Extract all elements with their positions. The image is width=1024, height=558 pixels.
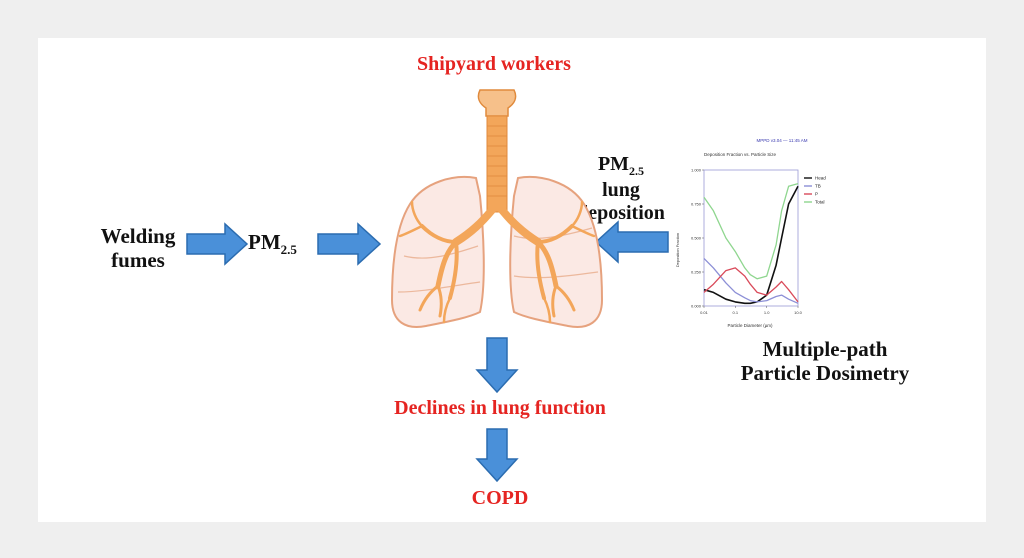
larynx	[477, 89, 517, 117]
y-tick-label: 0.250	[691, 269, 702, 274]
x-tick-label: 10.0	[794, 310, 803, 315]
series-line-total	[703, 182, 799, 280]
chart-title: Deposition Fraction vs. Particle Size	[704, 152, 777, 157]
bronchial-tree	[398, 200, 596, 324]
declines-label: Declines in lung function	[394, 397, 606, 419]
left-lung	[390, 176, 485, 328]
arrow-welding-to-pm	[186, 222, 249, 266]
dep-pm-base: PM	[597, 153, 630, 175]
legend-label-p: P	[815, 192, 818, 197]
copd-label: COPD	[471, 487, 529, 509]
x-tick-label: 0.1	[733, 310, 739, 315]
legend-label-tb: TB	[815, 184, 821, 189]
welding-line-1: Welding	[100, 224, 176, 248]
chart-ylabel: Deposition Fraction	[675, 233, 680, 267]
right-lung	[509, 176, 604, 328]
dep-line-2: lung	[602, 178, 640, 201]
dep-pm-line: PM2.5	[566, 153, 676, 179]
dep-line-3: deposition	[577, 201, 665, 224]
y-tick-label: 0.500	[691, 235, 702, 240]
y-tick-label: 0.000	[691, 303, 702, 308]
legend-label-head: Head	[815, 176, 826, 181]
welding-fumes-label: Welding fumes	[86, 224, 190, 272]
x-tick-label: 0.01	[700, 310, 709, 315]
trachea	[486, 115, 508, 213]
pm-sub: 2.5	[280, 242, 297, 258]
mppd-label: Multiple-path Particle Dosimetry	[700, 337, 950, 385]
arrow-pm-to-lungs	[317, 222, 382, 266]
dep-pm-sub: 2.5	[629, 164, 645, 178]
x-tick-label: 1.0	[764, 310, 770, 315]
arrow-deposition-to-lungs	[594, 220, 669, 264]
y-tick-label: 1.000	[691, 167, 702, 172]
legend-label-total: Total	[815, 200, 825, 205]
welding-line-2: fumes	[111, 248, 165, 273]
series-line-p	[703, 267, 799, 303]
mppd-deposition-chart: MPPD v3.04 — 11:45 AM Deposition Fractio…	[675, 138, 826, 328]
arrow-declines-to-copd	[475, 428, 519, 483]
pm-base: PM	[248, 230, 281, 254]
series-line-head	[703, 185, 799, 305]
arrow-lungs-to-declines	[475, 337, 519, 394]
chart-header: MPPD v3.04 — 11:45 AM	[757, 138, 808, 143]
chart-xlabel: Particle Diameter (µm)	[727, 323, 773, 328]
pm25-lung-deposition-label: PM2.5 lung deposition	[566, 153, 676, 225]
mppd-line-2: Particle Dosimetry	[740, 361, 910, 386]
mppd-line-1: Multiple-path	[762, 337, 888, 361]
pm25-label: PM2.5	[248, 230, 318, 258]
lungs-illustration	[390, 89, 604, 328]
y-tick-label: 0.750	[691, 201, 702, 206]
shipyard-workers-label: Shipyard workers	[417, 53, 571, 75]
series-line-tb	[703, 257, 799, 304]
